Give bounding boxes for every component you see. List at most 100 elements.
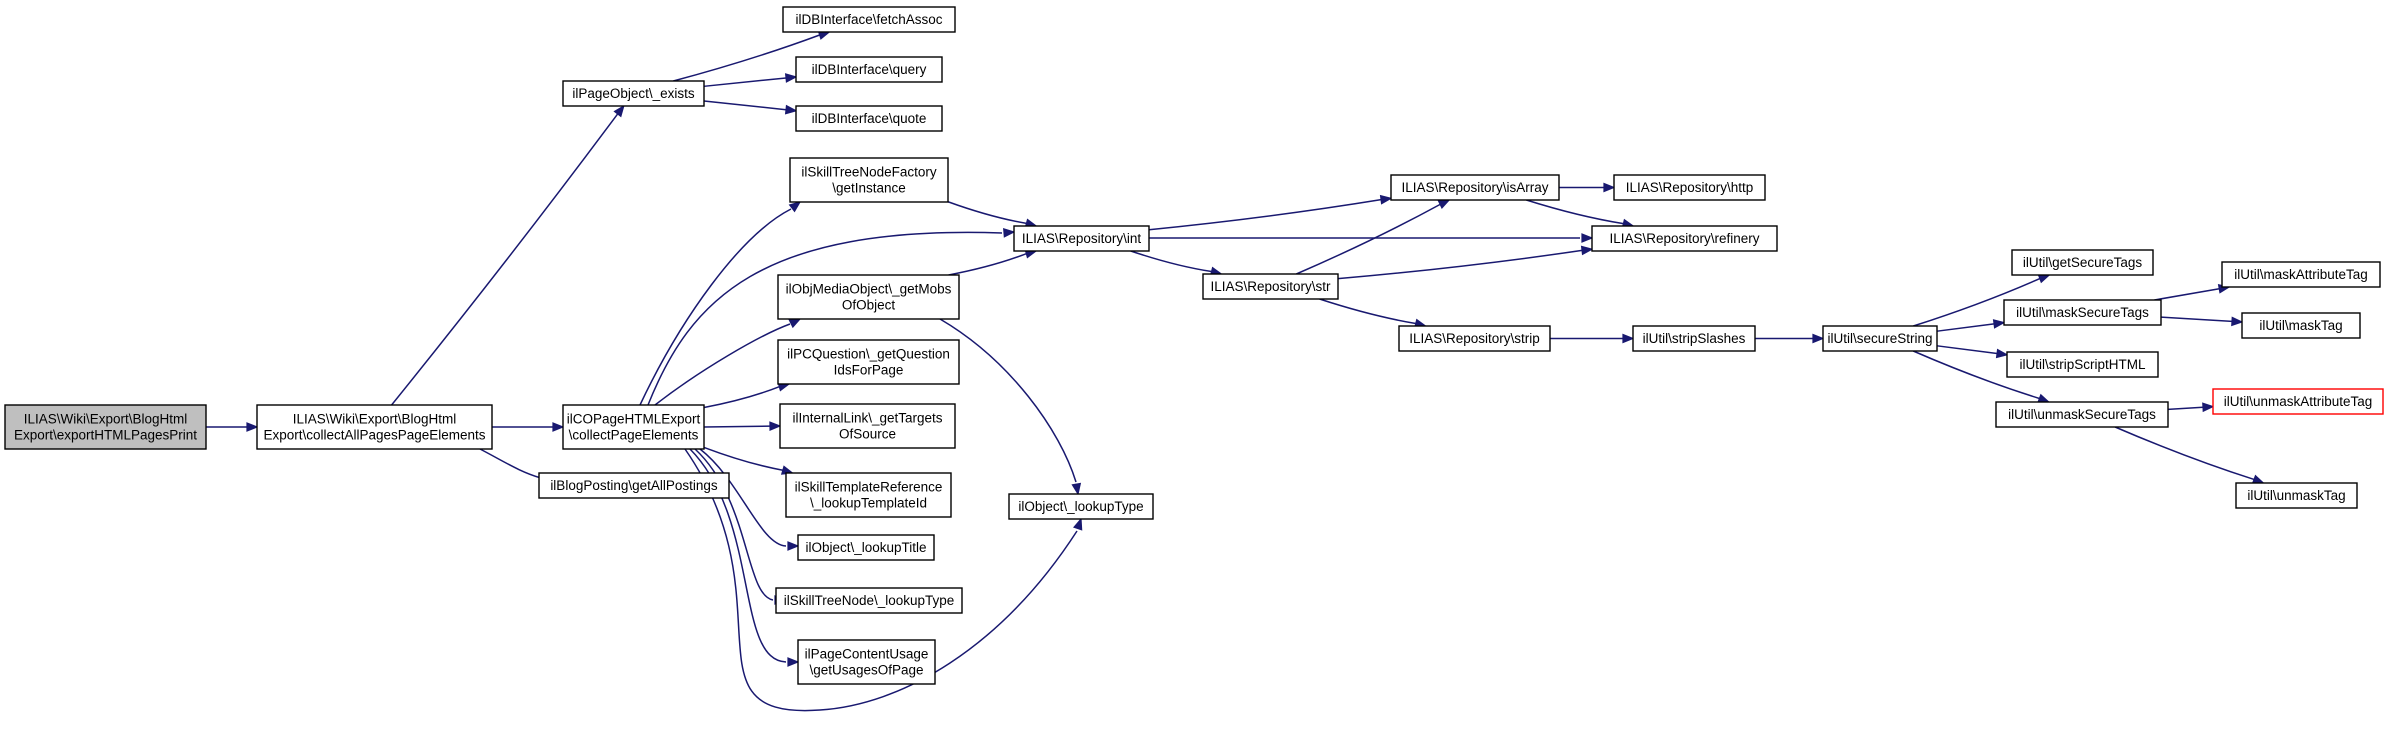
- node-stripSlashes[interactable]: ilUtil\stripSlashes: [1632, 325, 1756, 352]
- node-box-lookupTemplate[interactable]: [785, 472, 952, 518]
- node-box-getAllPostings[interactable]: [538, 472, 730, 499]
- node-lookupTemplate[interactable]: ilSkillTemplateReference\_lookupTemplate…: [785, 472, 952, 518]
- node-box-repoStrip[interactable]: [1398, 325, 1551, 352]
- node-repoIsArray[interactable]: ILIAS\Repository\isArray: [1390, 174, 1560, 201]
- arrowhead-repoStr-to-repoIsArray: [1437, 199, 1451, 210]
- node-box-unmaskSecureTags[interactable]: [1995, 401, 2169, 428]
- node-box-collectPage[interactable]: [562, 404, 705, 450]
- node-secureString[interactable]: ilUtil\secureString: [1822, 325, 1938, 352]
- arrowhead-pageExists-to-query: [784, 73, 798, 83]
- node-lookupTitle[interactable]: ilObject\_lookupTitle: [797, 534, 935, 561]
- node-root[interactable]: ILIAS\Wiki\Export\BlogHtmlExport\exportH…: [4, 404, 207, 450]
- arrowhead-unmaskSecureTags-to-unmaskTag: [2251, 474, 2265, 484]
- node-box-fetchAssoc[interactable]: [782, 6, 956, 33]
- node-box-getInstance[interactable]: [789, 157, 949, 203]
- edge-collectPage-to-skillLookupType: [694, 448, 774, 601]
- node-box-unmaskTag[interactable]: [2235, 482, 2358, 509]
- edge-pageExists-to-fetchAssoc: [673, 34, 820, 82]
- node-maskTag[interactable]: ilUtil\maskTag: [2241, 312, 2361, 339]
- edge-pageExists-to-query: [703, 77, 787, 88]
- node-unmaskTag[interactable]: ilUtil\unmaskTag: [2235, 482, 2358, 509]
- node-lookupType[interactable]: ilObject\_lookupType: [1008, 493, 1154, 520]
- node-collectPage[interactable]: ilCOPageHTMLExport\collectPageElements: [562, 404, 705, 450]
- edge-unmaskSecureTags-to-unmaskAttributeTag: [2167, 406, 2204, 411]
- node-stripScriptHTML[interactable]: ilUtil\stripScriptHTML: [2006, 351, 2159, 378]
- arrowhead-collectAll-to-collectPage: [552, 422, 565, 432]
- node-label-unmaskTag: ilUtil\unmaskTag: [2247, 488, 2345, 503]
- node-label-repoIsArray: ILIAS\Repository\isArray: [1401, 180, 1548, 195]
- arrowhead-secureString-to-getSecureTags: [2037, 274, 2051, 284]
- node-box-quote[interactable]: [795, 105, 943, 132]
- node-repoRefinery[interactable]: ILIAS\Repository\refinery: [1591, 225, 1778, 252]
- node-box-stripScriptHTML[interactable]: [2006, 351, 2159, 378]
- arrowhead-repoInt-to-repoIsArray: [1379, 194, 1393, 205]
- edge-collectPage-to-getMobs: [654, 323, 791, 406]
- node-box-collectAll[interactable]: [256, 404, 493, 450]
- node-label-root: Export\exportHTMLPagesPrint: [14, 428, 197, 443]
- node-getSecureTags[interactable]: ilUtil\getSecureTags: [2011, 249, 2154, 276]
- node-quote[interactable]: ilDBInterface\quote: [795, 105, 943, 132]
- edge-collectPage-to-repoInt: [647, 231, 1003, 406]
- node-box-getTargets[interactable]: [779, 403, 956, 449]
- arrowhead-collectPage-to-repoInt: [1003, 228, 1016, 238]
- node-getInstance[interactable]: ilSkillTreeNodeFactory\getInstance: [789, 157, 949, 203]
- node-box-getMobs[interactable]: [777, 274, 960, 320]
- node-unmaskSecureTags[interactable]: ilUtil\unmaskSecureTags: [1995, 401, 2169, 428]
- node-query[interactable]: ilDBInterface\query: [795, 56, 943, 83]
- edge-repoStr-to-repoIsArray: [1296, 203, 1441, 275]
- node-box-repoRefinery[interactable]: [1591, 225, 1778, 252]
- node-label-quote: ilDBInterface\quote: [812, 111, 927, 126]
- node-getAllPostings[interactable]: ilBlogPosting\getAllPostings: [538, 472, 730, 499]
- node-repoStr[interactable]: ILIAS\Repository\str: [1202, 273, 1339, 300]
- node-box-skillLookupType[interactable]: [775, 587, 963, 614]
- node-unmaskAttributeTag[interactable]: ilUtil\unmaskAttributeTag: [2212, 388, 2384, 415]
- node-box-getSecureTags[interactable]: [2011, 249, 2154, 276]
- node-pageExists[interactable]: ilPageObject\_exists: [562, 80, 705, 107]
- node-label-repoHttp: ILIAS\Repository\http: [1626, 180, 1754, 195]
- edge-repoInt-to-repoIsArray: [1148, 198, 1382, 231]
- arrowhead-collectPage-to-getUsages: [787, 657, 800, 667]
- node-label-getMobs: ilObjMediaObject\_getMobs: [786, 282, 952, 297]
- node-box-unmaskAttributeTag[interactable]: [2212, 388, 2384, 415]
- node-collectAll[interactable]: ILIAS\Wiki\Export\BlogHtmlExport\collect…: [256, 404, 493, 450]
- node-label-lookupTitle: ilObject\_lookupTitle: [805, 540, 926, 555]
- node-box-repoStr[interactable]: [1202, 273, 1339, 300]
- node-getUsages[interactable]: ilPageContentUsage\getUsagesOfPage: [797, 639, 936, 685]
- node-maskSecureTags[interactable]: ilUtil\maskSecureTags: [2003, 299, 2162, 326]
- arrowhead-repoIsArray-to-repoHttp: [1603, 182, 1616, 193]
- arrowhead-root-to-collectAll: [246, 422, 259, 432]
- node-box-query[interactable]: [795, 56, 943, 83]
- arrowhead-collectPage-to-getTargets: [769, 421, 782, 432]
- node-fetchAssoc[interactable]: ilDBInterface\fetchAssoc: [782, 6, 956, 33]
- node-box-getUsages[interactable]: [797, 639, 936, 685]
- node-repoInt[interactable]: ILIAS\Repository\int: [1013, 225, 1150, 252]
- node-box-stripSlashes[interactable]: [1632, 325, 1756, 352]
- edge-secureString-to-unmaskSecureTags: [1912, 350, 2040, 400]
- node-box-repoHttp[interactable]: [1613, 174, 1766, 201]
- node-box-maskSecureTags[interactable]: [2003, 299, 2162, 326]
- node-box-repoInt[interactable]: [1013, 225, 1150, 252]
- arrowhead-getMobs-to-lookupType: [1071, 482, 1082, 496]
- node-box-maskAttributeTag[interactable]: [2221, 261, 2381, 288]
- node-box-maskTag[interactable]: [2241, 312, 2361, 339]
- node-box-secureString[interactable]: [1822, 325, 1938, 352]
- edge-getInstance-to-repoInt: [947, 201, 1027, 225]
- node-box-lookupType[interactable]: [1008, 493, 1154, 520]
- arrowhead-maskSecureTags-to-maskTag: [2231, 316, 2244, 327]
- node-repoHttp[interactable]: ILIAS\Repository\http: [1613, 174, 1766, 201]
- node-box-getQuestion[interactable]: [777, 339, 960, 385]
- node-box-root[interactable]: [4, 404, 207, 450]
- node-box-pageExists[interactable]: [562, 80, 705, 107]
- node-maskAttributeTag[interactable]: ilUtil\maskAttributeTag: [2221, 261, 2381, 288]
- node-skillLookupType[interactable]: ilSkillTreeNode\_lookupType: [775, 587, 963, 614]
- edge-unmaskSecureTags-to-unmaskTag: [2114, 426, 2255, 481]
- node-box-lookupTitle[interactable]: [797, 534, 935, 561]
- node-box-repoIsArray[interactable]: [1390, 174, 1560, 201]
- arrowhead-collectPage-to-lookupTitle: [787, 541, 800, 551]
- nodes-layer: ILIAS\Wiki\Export\BlogHtmlExport\exportH…: [4, 6, 2384, 685]
- arrowhead-repoInt-to-repoRefinery: [1581, 233, 1594, 243]
- node-repoStrip[interactable]: ILIAS\Repository\strip: [1398, 325, 1551, 352]
